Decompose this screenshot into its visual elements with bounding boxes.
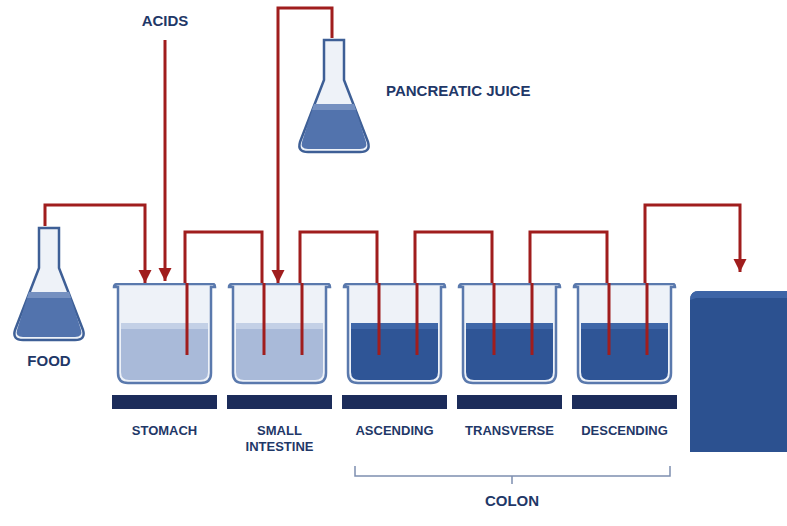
acid-feed-arrow: [164, 40, 167, 281]
flow-tube: [530, 232, 607, 283]
reagent-flask: PANCREATIC JUICE: [296, 38, 530, 156]
flow-tube: [415, 232, 492, 283]
node-label: TRANSVERSE: [455, 423, 564, 439]
tube: [416, 283, 419, 355]
beaker-drawing: [227, 283, 332, 411]
vessel-beaker: DESCENDING: [570, 283, 679, 439]
flask-drawing: [11, 226, 87, 344]
liquid-surface: [27, 292, 71, 298]
outlet-arrow: [645, 205, 740, 283]
liquid-surface: [312, 104, 356, 110]
liquid-surface: [466, 323, 553, 329]
node-label: DESCENDING: [570, 423, 679, 439]
tube: [263, 283, 266, 355]
flow-tube: [300, 232, 377, 283]
beaker-liquid: [236, 323, 323, 380]
node-label: STOMACH: [110, 423, 219, 439]
reagent-flask: FOOD: [8, 226, 90, 370]
liquid-surface: [581, 323, 668, 329]
vessel-beaker: ASCENDING: [340, 283, 449, 439]
input-label: ACIDS: [128, 12, 202, 29]
flow-tube: [185, 232, 262, 283]
beaker-drawing: [342, 283, 447, 411]
flask-drawing: [296, 38, 372, 156]
stir-plate: [457, 395, 562, 409]
collection-vessel: [690, 291, 787, 452]
stir-plate: [227, 395, 332, 409]
beaker-outline: [344, 284, 445, 383]
beaker-liquid: [121, 323, 208, 380]
liquid-surface: [121, 323, 208, 329]
liquid-surface: [351, 323, 438, 329]
tube: [493, 283, 496, 355]
beaker-drawing: [572, 283, 677, 411]
flask-outline: [299, 40, 368, 152]
beaker-liquid: [581, 323, 668, 380]
group-label: COLON: [462, 492, 562, 509]
vessel-beaker: SMALL INTESTINE: [225, 283, 334, 454]
liquid-surface: [236, 323, 323, 329]
stir-plate: [572, 395, 677, 409]
beaker-liquid: [351, 323, 438, 380]
beaker-outline: [459, 284, 560, 383]
stir-plate: [112, 395, 217, 409]
beaker-outline: [229, 284, 330, 383]
node-label: SMALL INTESTINE: [225, 423, 334, 454]
flask-outline: [14, 228, 83, 340]
node-label: FOOD: [8, 352, 90, 370]
tube: [378, 283, 381, 355]
tube: [646, 283, 649, 355]
colon-bracket: [355, 466, 670, 484]
beaker-drawing: [457, 283, 562, 411]
node-label: PANCREATIC JUICE: [386, 82, 530, 100]
flask-liquid: [302, 104, 367, 149]
tube: [608, 283, 611, 355]
tube: [186, 283, 189, 355]
tube: [301, 283, 304, 355]
stir-plate: [342, 395, 447, 409]
beaker-liquid: [466, 323, 553, 380]
vessel-rim: [690, 291, 787, 300]
vessel-beaker: TRANSVERSE: [455, 283, 564, 439]
beaker-outline: [574, 284, 675, 383]
vessel-beaker: STOMACH: [110, 283, 219, 439]
beaker-drawing: [112, 283, 217, 411]
beaker-outline: [114, 284, 215, 383]
tube: [531, 283, 534, 355]
node-label: ASCENDING: [340, 423, 449, 439]
flask-liquid: [17, 292, 82, 337]
